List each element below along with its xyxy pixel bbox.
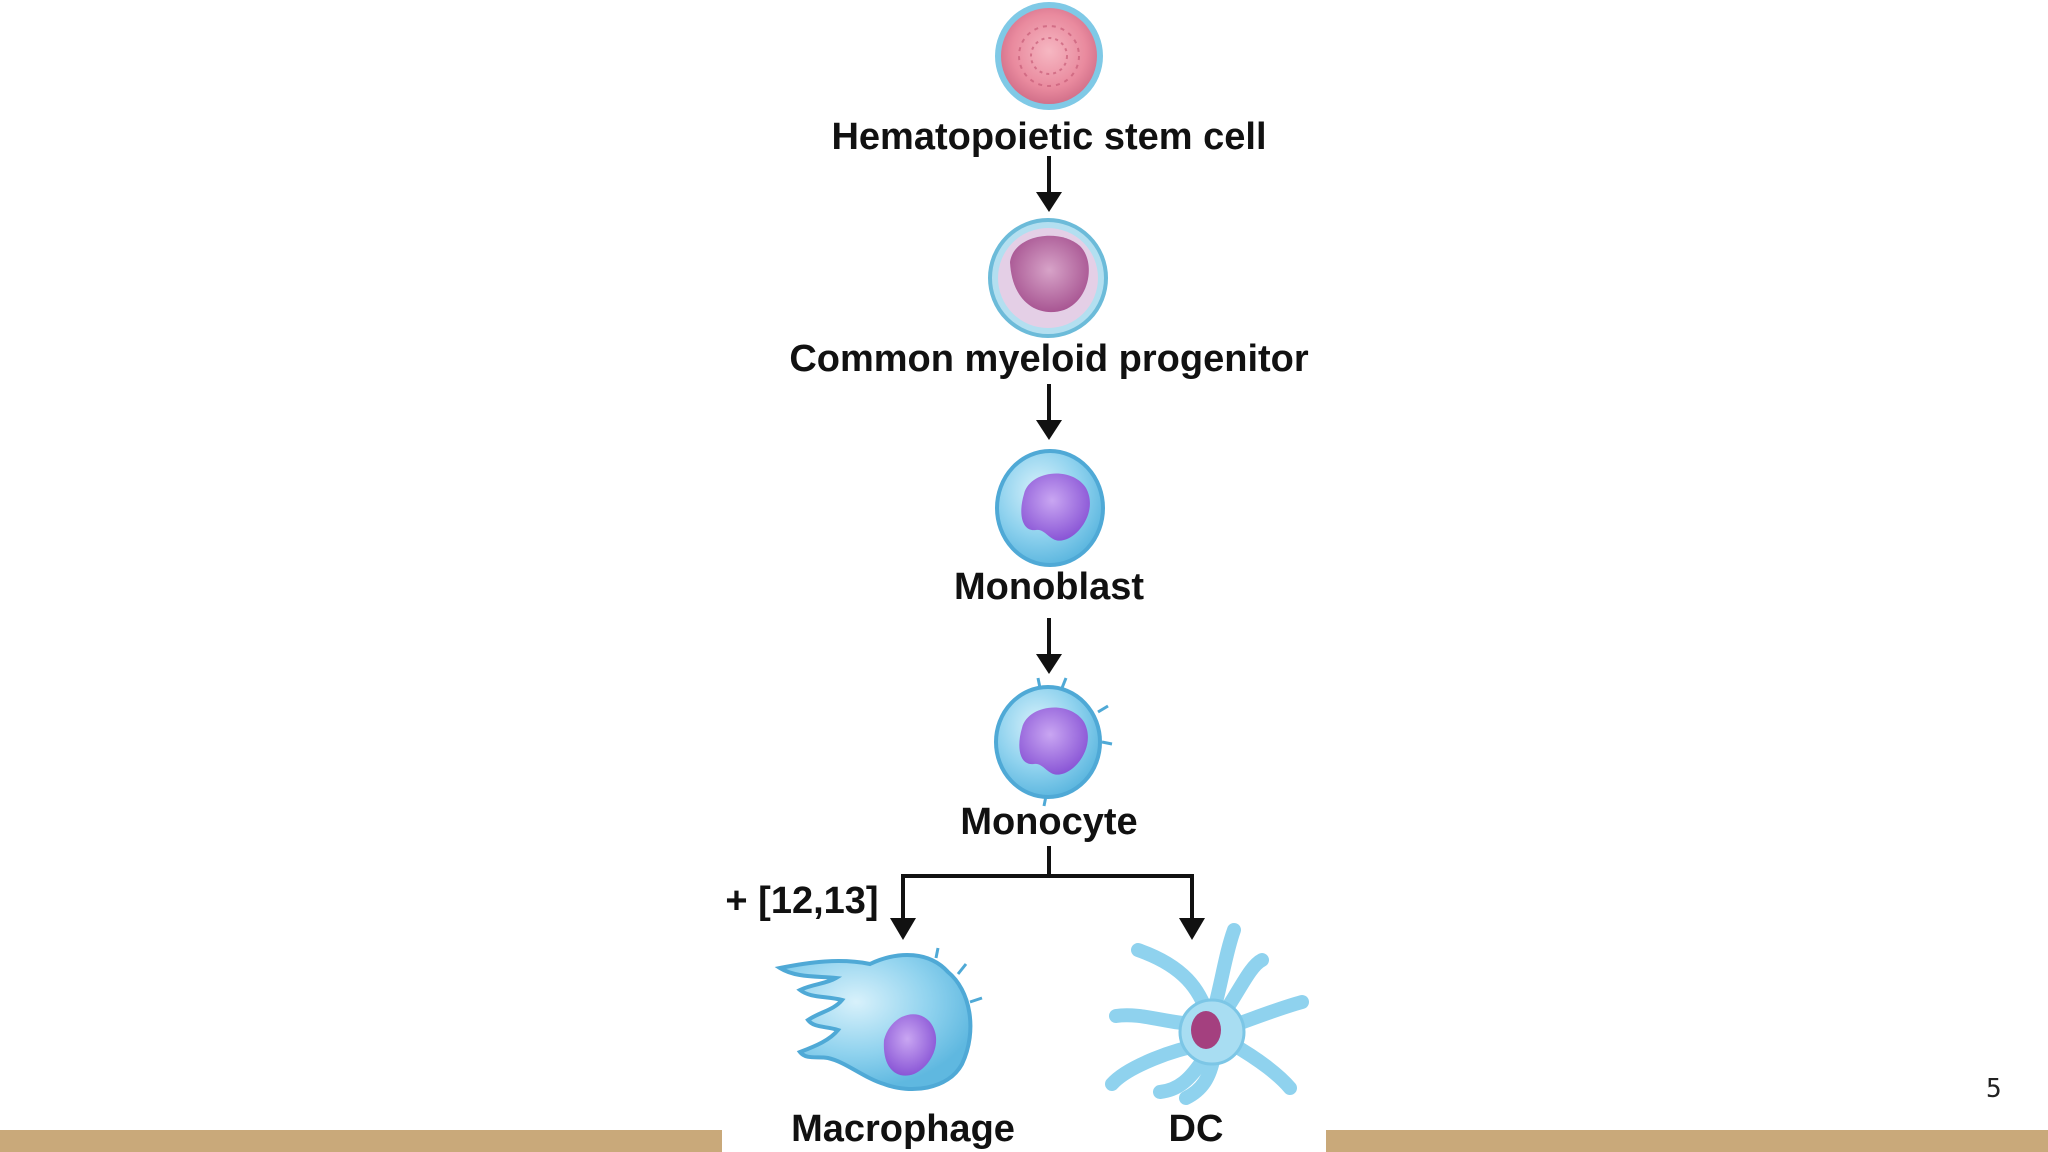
arrow-stem-to-cmp (1036, 156, 1062, 212)
slide-number: 5 (1986, 1074, 2002, 1104)
label-common-myeloid-progenitor: Common myeloid progenitor (789, 338, 1309, 380)
label-macrophage: Macrophage (791, 1108, 1015, 1150)
macrophage-icon (774, 947, 983, 1092)
arrow-monoblast-to-monocyte (1036, 618, 1062, 674)
dendritic-cell-icon (1105, 923, 1309, 1105)
annotation-reference: + [12,13] (725, 880, 879, 922)
arrow-cmp-to-monoblast (1036, 384, 1062, 440)
label-hematopoietic-stem-cell: Hematopoietic stem cell (831, 116, 1267, 158)
monoblast-icon (995, 449, 1105, 567)
label-dc: DC (1168, 1108, 1224, 1150)
hematopoietic-stem-cell-icon (995, 2, 1103, 110)
common-myeloid-progenitor-icon (988, 218, 1108, 338)
monocyte-icon (994, 677, 1113, 807)
label-monocyte: Monocyte (960, 801, 1138, 843)
branch-connector (890, 846, 1205, 940)
label-monoblast: Monoblast (954, 566, 1144, 608)
